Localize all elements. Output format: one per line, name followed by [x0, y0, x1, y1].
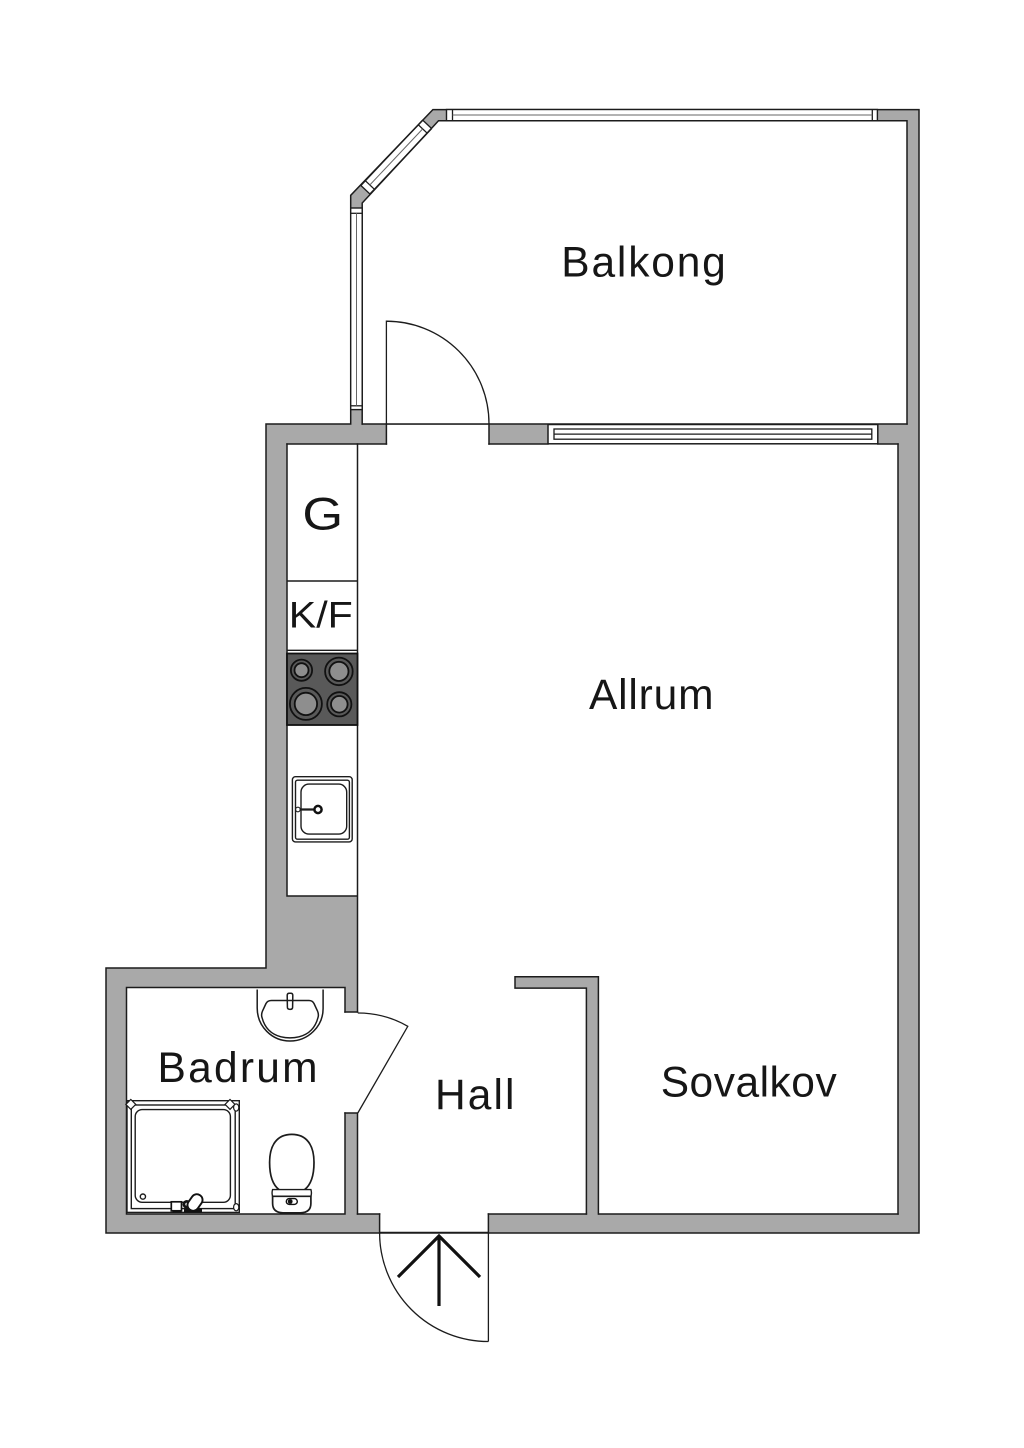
svg-text:Hall: Hall	[435, 1072, 515, 1119]
svg-text:Badrum: Badrum	[158, 1045, 318, 1092]
svg-text:K/F: K/F	[289, 594, 353, 635]
svg-text:Sovalkov: Sovalkov	[661, 1060, 838, 1107]
svg-text:G: G	[302, 488, 343, 539]
svg-text:Allrum: Allrum	[589, 672, 714, 719]
svg-text:Balkong: Balkong	[561, 240, 726, 287]
